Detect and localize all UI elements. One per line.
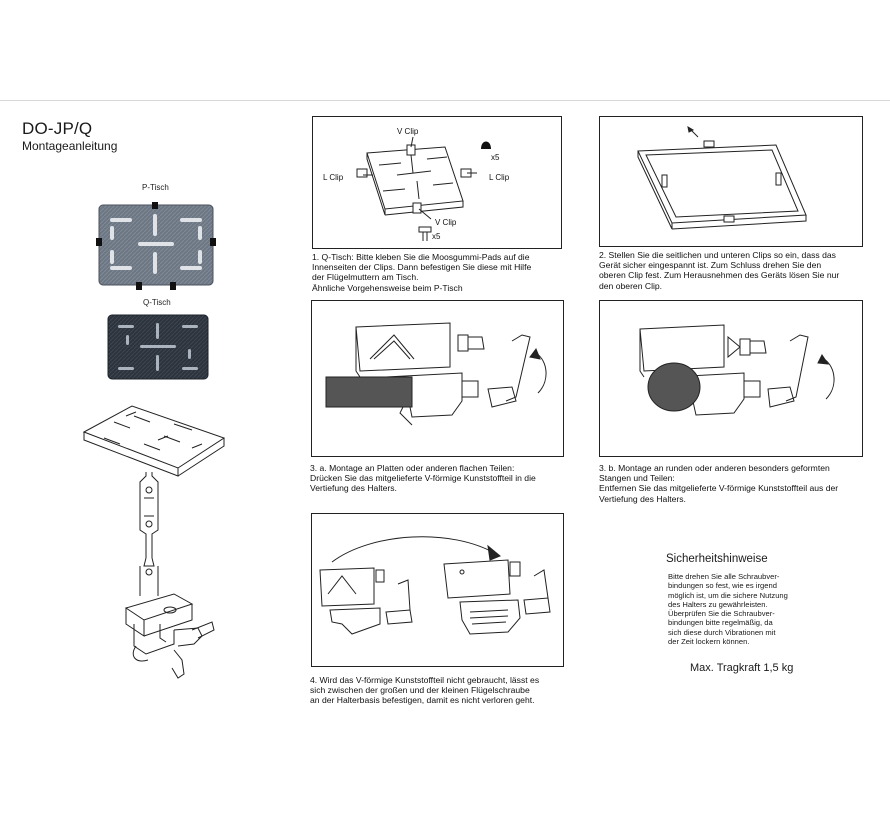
step1-caption: 1. Q-Tisch: Bitte kleben Sie die Moosgum… [312,252,532,293]
step3b-caption: 3. b. Montage an runden oder anderen bes… [599,463,839,504]
safety-text: Bitte drehen Sie alle Schraubver- bindun… [668,572,788,647]
assembled-mount-drawing [74,398,234,688]
step2-caption: 2. Stellen Sie die seitlichen und untere… [599,250,840,291]
p-tisch-plate-image [96,200,218,292]
v-clip-bottom-callout: V Clip [435,218,457,227]
step1-illustration-panel: V Clip L Clip L Clip V Clip x5 x5 [312,116,562,249]
step4-caption: 4. Wird das V-förmige Kunststoffteil nic… [310,675,540,706]
step2-illustration-panel [599,116,863,247]
max-load-label: Max. Tragkraft 1,5 kg [690,662,794,674]
safety-title: Sicherheitshinweise [666,553,768,565]
model-title: DO-JP/Q [22,119,93,138]
step3a-illustration-panel [311,300,564,457]
q-tisch-plate-image [106,313,210,381]
top-divider [0,100,890,101]
step3a-caption: 3. a. Montage an Platten oder anderen fl… [310,463,536,494]
rotation-arrow-icon [529,347,541,360]
step4-illustration-panel [311,513,564,667]
q-tisch-label: Q-Tisch [143,298,171,307]
p-tisch-label: P-Tisch [142,183,169,192]
v-clip-top-callout: V Clip [397,127,419,136]
l-clip-left-callout: L Clip [323,173,344,182]
document-subtitle: Montageanleitung [22,139,118,153]
rubber-pad-icon [481,141,491,149]
wing-screw-icon [418,226,432,241]
screw-count-label: x5 [432,232,441,241]
l-clip-right-callout: L Clip [489,173,510,182]
pad-count-label: x5 [491,153,500,162]
step3b-illustration-panel [599,300,863,457]
